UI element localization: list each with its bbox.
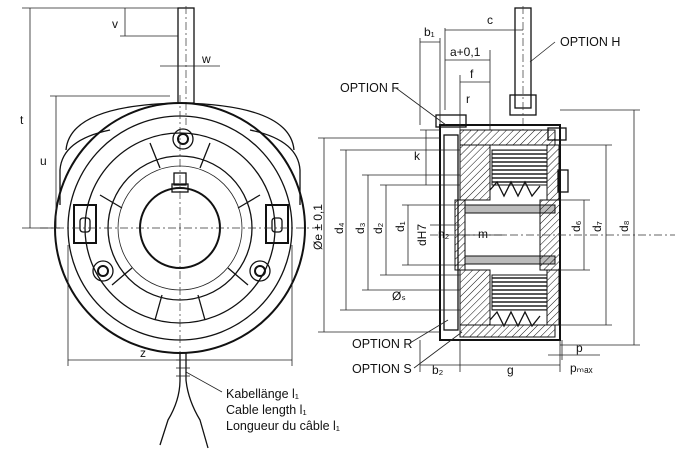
option-f-label: OPTION F	[340, 81, 399, 95]
dim-d1: d₁	[393, 221, 407, 232]
front-view: v w t u z Kabellänge l₁ Cable length l₁ …	[20, 6, 340, 449]
dim-a01: a+0,1	[450, 45, 481, 59]
cable-caption-en: Cable length l₁	[226, 403, 307, 417]
section-view: OPTION H OPTION F OPTION R OPTION S c b₁…	[311, 6, 675, 377]
mount-tab-left	[73, 204, 97, 244]
dim-d2: d₂	[371, 222, 385, 234]
screw-right	[249, 260, 271, 282]
dim-p: p	[576, 341, 583, 355]
dim-n2: n₂	[438, 227, 450, 241]
dim-u: u	[40, 154, 47, 168]
cable-caption-fr: Longueur du câble l₁	[226, 419, 340, 433]
dim-z: z	[140, 346, 146, 360]
dim-g: g	[507, 363, 514, 377]
coil-top	[491, 149, 548, 186]
dim-dh7: dH7	[415, 224, 429, 246]
dim-v: v	[112, 17, 118, 31]
dim-b1: b₁	[424, 25, 435, 39]
option-h-label: OPTION H	[560, 35, 620, 49]
cable-caption-de: Kabellänge l₁	[226, 387, 299, 401]
screw-top	[172, 128, 194, 150]
dim-c: c	[487, 13, 493, 27]
dim-e: Øe ± 0,1	[311, 204, 325, 250]
dim-d4: d₄	[332, 222, 346, 234]
dim-b2: b₂	[432, 363, 444, 377]
screw-left	[92, 260, 114, 282]
dim-d3: d₃	[353, 222, 367, 234]
dim-k: k	[414, 149, 421, 163]
dim-pmax: pₘₐₓ	[570, 361, 593, 375]
coil-bottom	[491, 274, 548, 311]
option-s-label: OPTION S	[352, 362, 412, 376]
dim-d8: d₈	[617, 220, 631, 232]
dim-d6: d₆	[569, 220, 583, 232]
option-r-label: OPTION R	[352, 337, 412, 351]
dim-f: f	[470, 67, 474, 81]
dim-w: w	[201, 52, 211, 66]
dim-m: m	[478, 227, 488, 241]
dim-r: r	[466, 92, 470, 106]
dim-s: Øₛ	[392, 289, 406, 303]
dim-t: t	[20, 113, 24, 127]
dim-d7: d₇	[590, 221, 604, 232]
mount-tab-right	[265, 204, 289, 244]
